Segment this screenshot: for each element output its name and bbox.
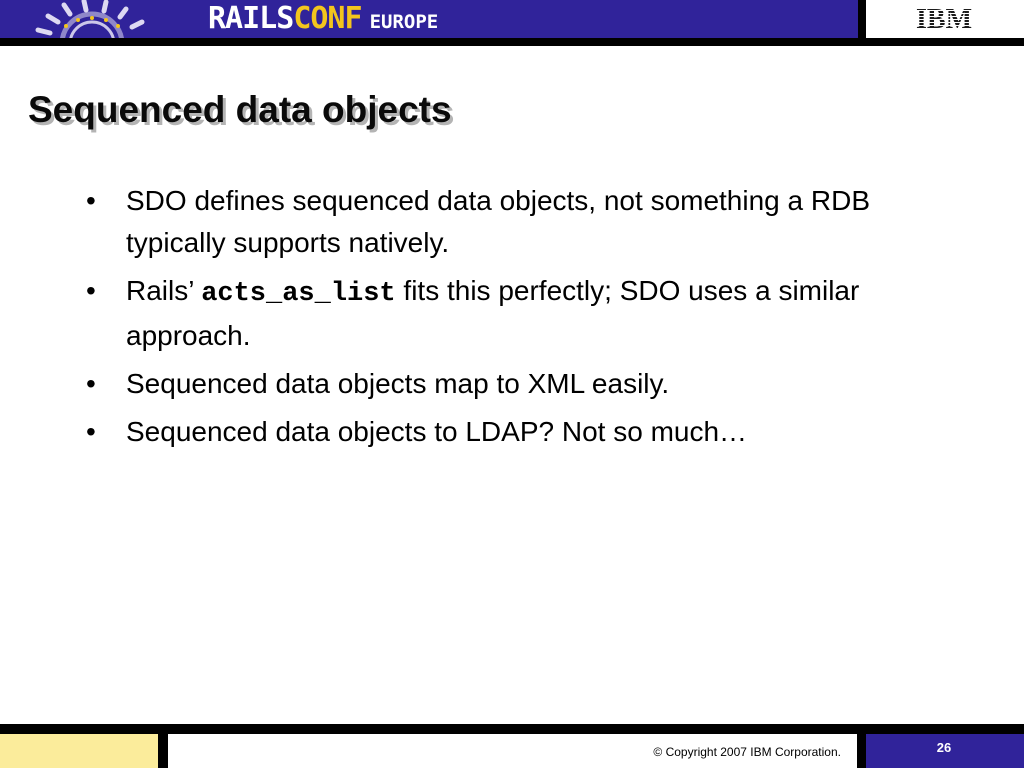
page-number: 26: [936, 740, 952, 755]
bullet-list: • SDO defines sequenced data objects, no…: [84, 180, 944, 459]
bullet-marker: •: [86, 185, 96, 216]
slide-footer: © Copyright 2007 IBM Corporation. 26: [0, 724, 1024, 768]
sunburst-logo-icon: [35, 0, 145, 38]
svg-text:IBM: IBM: [916, 5, 972, 31]
bullet-text: Sequenced data objects map to XML easily…: [126, 368, 670, 399]
slide-header: RAILSCONF EUROPE IBM: [0, 0, 1024, 46]
bullet-item: • Rails’ acts_as_list fits this perfectl…: [84, 270, 944, 357]
railsconf-europe-logo: RAILSCONF EUROPE: [208, 3, 438, 35]
footer-copyright-area: © Copyright 2007 IBM Corporation.: [168, 734, 857, 768]
header-band: RAILSCONF EUROPE: [0, 0, 858, 38]
logo-text-europe: EUROPE: [369, 11, 439, 33]
bullet-marker: •: [86, 275, 96, 306]
bullet-marker: •: [86, 416, 96, 447]
bullet-code-term: acts_as_list: [201, 279, 396, 309]
copyright-text: © Copyright 2007 IBM Corporation.: [653, 745, 841, 759]
bullet-text-prefix: Rails’: [126, 275, 202, 306]
bullet-item: • SDO defines sequenced data objects, no…: [84, 180, 944, 264]
bullet-marker: •: [86, 368, 96, 399]
bullet-text: SDO defines sequenced data objects, not …: [126, 185, 870, 258]
bullet-text-suffix: fits this perfectly; SDO uses a similar …: [126, 275, 860, 351]
ibm-logo-icon: IBM: [916, 5, 972, 31]
ibm-logo-box: IBM: [866, 0, 1024, 38]
footer-accent-block: [0, 734, 158, 768]
footer-page-block: 26: [866, 734, 1024, 768]
bullet-text: Sequenced data objects to LDAP? Not so m…: [126, 416, 748, 447]
logo-text-conf: CONF: [293, 1, 362, 36]
bullet-item: • Sequenced data objects map to XML easi…: [84, 363, 944, 405]
slide-title: Sequenced data objects: [28, 89, 452, 130]
logo-text-rails: RAILS: [208, 1, 294, 36]
bullet-item: • Sequenced data objects to LDAP? Not so…: [84, 411, 944, 453]
